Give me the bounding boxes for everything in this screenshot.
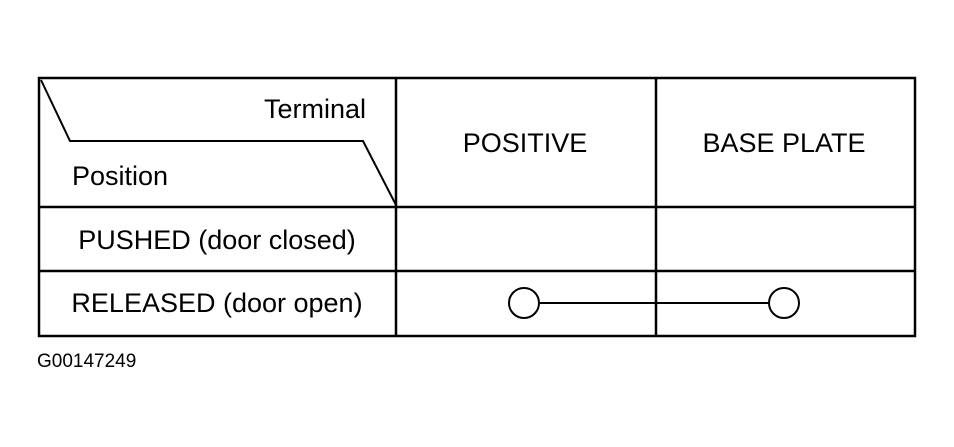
row-label-released: RELEASED (door open) bbox=[71, 288, 362, 318]
column-header-positive: POSITIVE bbox=[463, 128, 588, 158]
corner-cell-diagonal bbox=[40, 79, 397, 206]
position-label: Position bbox=[72, 161, 168, 191]
continuity-indicator-released bbox=[508, 287, 800, 319]
terminal-label: Terminal bbox=[264, 94, 366, 124]
row-label-pushed: PUSHED (door closed) bbox=[78, 225, 356, 255]
figure-code: G00147249 bbox=[37, 351, 136, 372]
column-header-base-plate: BASE PLATE bbox=[702, 128, 865, 158]
base-plate-terminal-circle bbox=[768, 287, 800, 319]
positive-terminal-circle bbox=[508, 287, 540, 319]
